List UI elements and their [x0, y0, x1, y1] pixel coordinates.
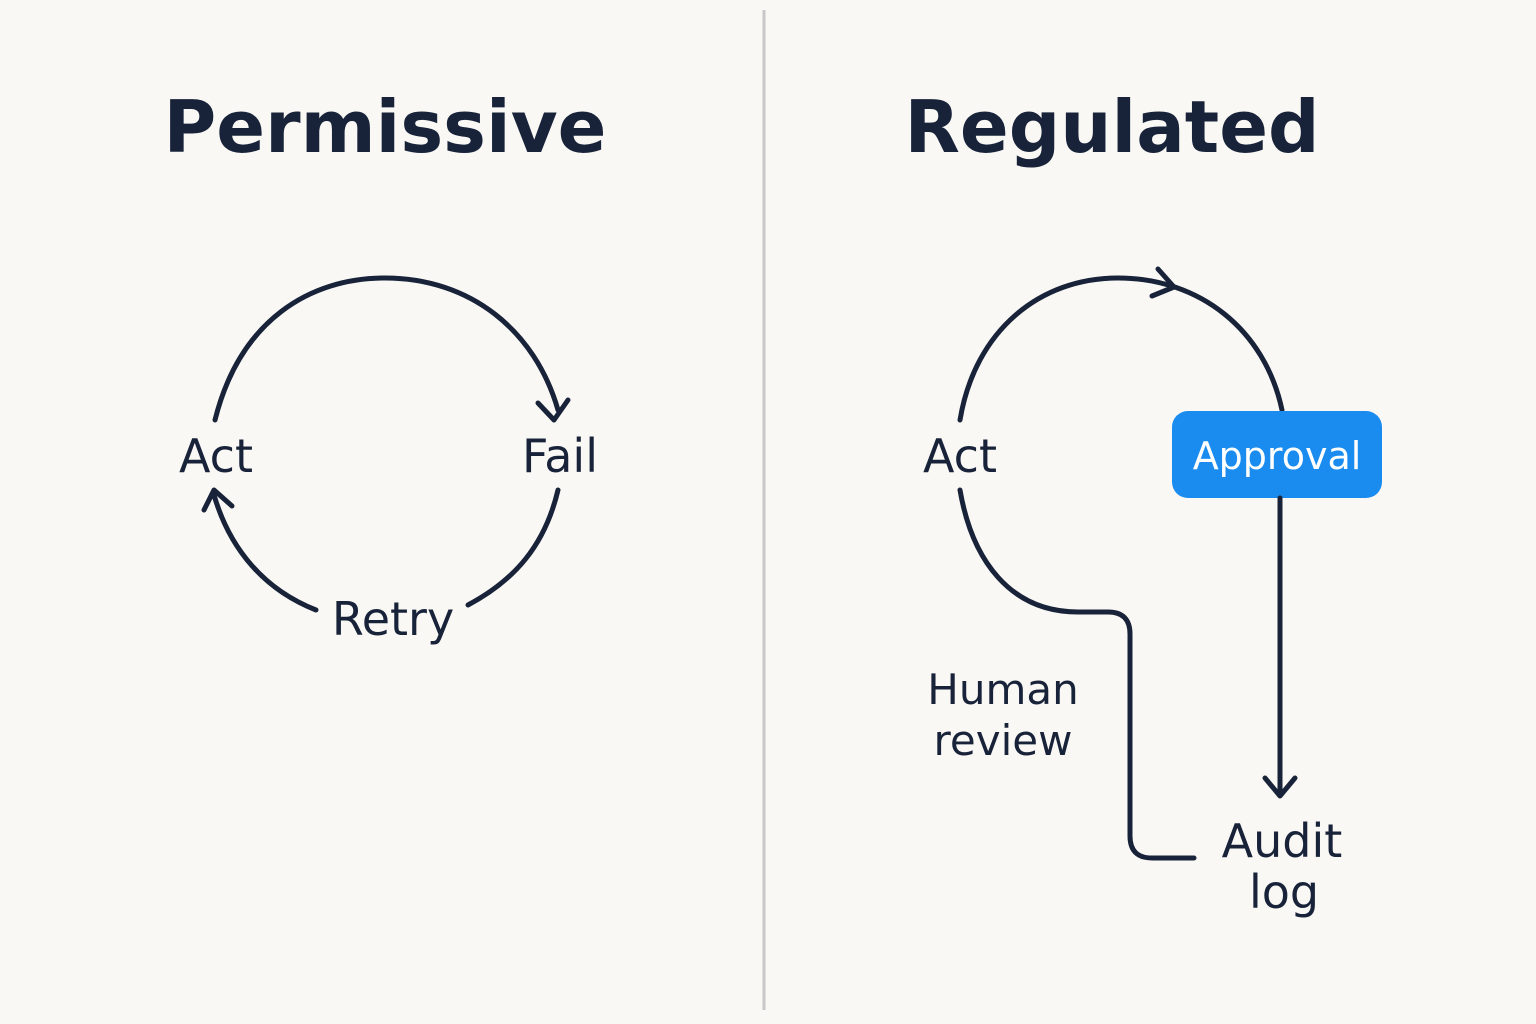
human-review-label-line2: review	[934, 716, 1073, 765]
approval-badge: Approval	[1172, 411, 1382, 498]
act-to-fail-arrow	[212, 275, 561, 423]
permissive-panel: Permissive Act Fail Retry	[164, 85, 607, 646]
arrowhead-right-icon	[1149, 266, 1177, 299]
audit-log-label-line2: log	[1249, 865, 1319, 919]
regulated-panel: Regulated Approval Act Human review Audi…	[904, 85, 1382, 919]
regulated-act-label: Act	[923, 429, 997, 483]
permissive-act-label: Act	[179, 429, 253, 483]
approval-label: Approval	[1193, 434, 1362, 478]
permissive-title: Permissive	[164, 85, 607, 169]
arrowhead-up-icon	[201, 487, 235, 513]
fail-to-retry-arrow	[465, 487, 561, 608]
arrowhead-down-icon	[1262, 775, 1298, 799]
approval-box	[1172, 411, 1382, 498]
regulated-title: Regulated	[904, 85, 1319, 169]
permissive-retry-label: Retry	[332, 592, 454, 646]
human-review-label-line1: Human	[927, 665, 1078, 714]
act-to-approval-arrow	[957, 275, 1285, 423]
audit-log-label-line1: Audit	[1222, 814, 1343, 868]
act-to-audit-connector	[957, 487, 1197, 861]
permissive-fail-label: Fail	[522, 429, 598, 483]
retry-to-act-arrow	[211, 492, 319, 613]
arrowhead-down-icon	[535, 397, 571, 423]
